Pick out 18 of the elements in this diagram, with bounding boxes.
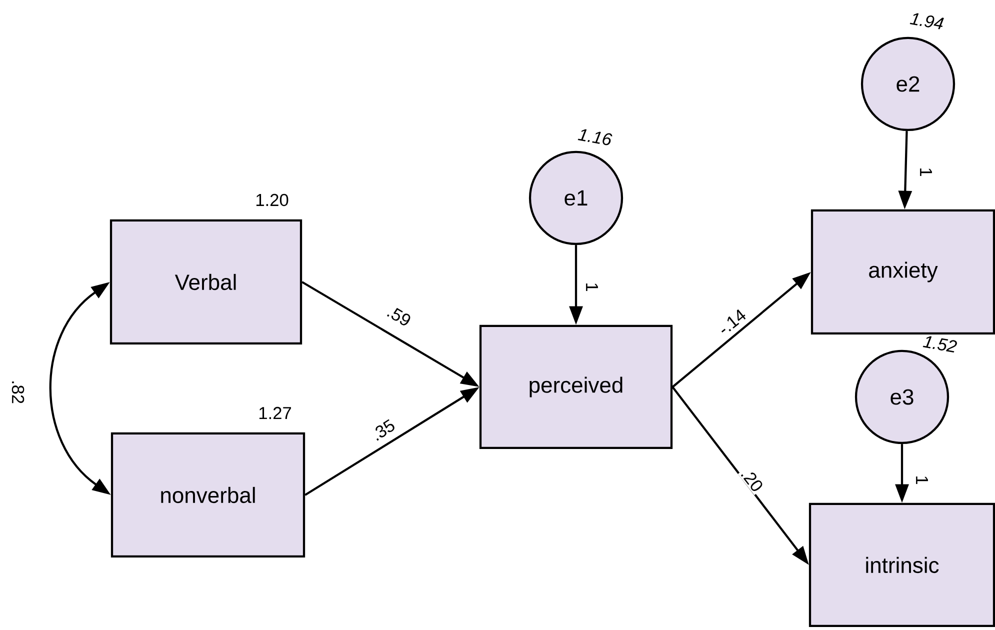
variance-label: 1.52	[922, 336, 957, 352]
variance-label: 1.16	[578, 129, 612, 146]
variable-box: perceived	[479, 324, 673, 450]
edge-label: .35	[368, 416, 398, 444]
edge-label: -.14	[714, 306, 750, 338]
variable-box: nonverbal	[110, 432, 306, 558]
variance-label: 1.94	[910, 13, 944, 30]
edge-label: .20	[738, 464, 766, 496]
edge-label: 1	[918, 166, 934, 178]
variance-label: 1.27	[259, 406, 291, 420]
edge-label: 1	[584, 280, 600, 294]
edge-label: .59	[384, 302, 414, 330]
variance-label: 1.20	[256, 194, 288, 206]
edge-label: 1	[914, 474, 930, 486]
variable-box: intrinsic	[808, 502, 995, 628]
variable-box: Verbal	[110, 219, 302, 345]
variable-box: anxiety	[810, 209, 995, 335]
edge-label: .82	[10, 378, 26, 406]
